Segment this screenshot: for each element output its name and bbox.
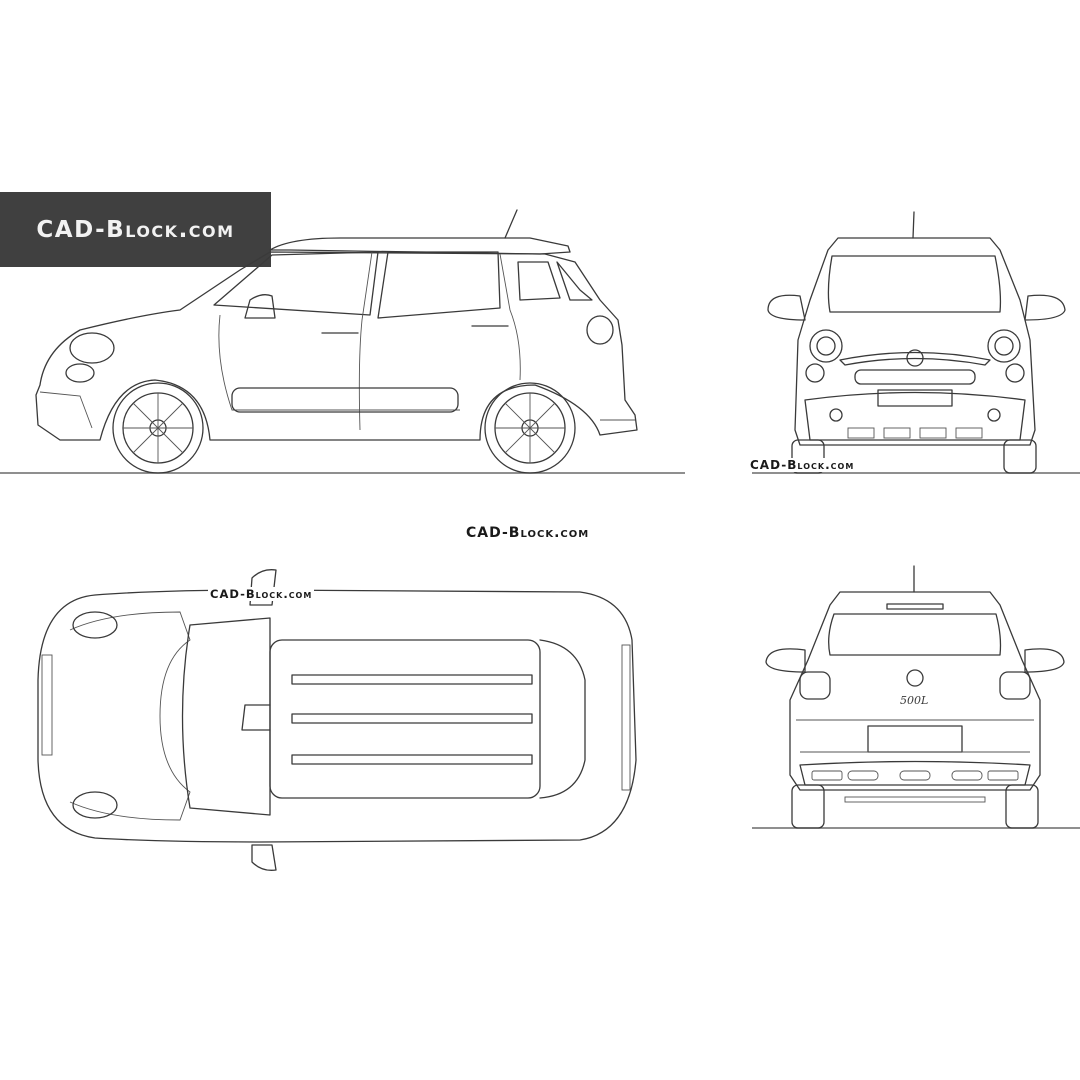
side-front-wheel <box>112 382 204 474</box>
svg-text:500L: 500L <box>900 694 928 707</box>
top-view-drawing <box>37 569 637 871</box>
side-view-drawing <box>0 209 685 474</box>
front-view-drawing <box>752 211 1080 474</box>
watermark-middle: CAD-Block.com <box>464 525 592 541</box>
rear-view-drawing: 500L <box>752 565 1080 829</box>
watermark-top-view: CAD-Block.com <box>208 587 315 601</box>
side-rear-wheel <box>484 382 576 474</box>
brand-banner: CAD-Block.com <box>0 192 271 267</box>
side-antenna <box>504 209 518 239</box>
brand-banner-text: CAD-Block.com <box>36 216 235 243</box>
watermark-front-view: CAD-Block.com <box>748 458 857 472</box>
